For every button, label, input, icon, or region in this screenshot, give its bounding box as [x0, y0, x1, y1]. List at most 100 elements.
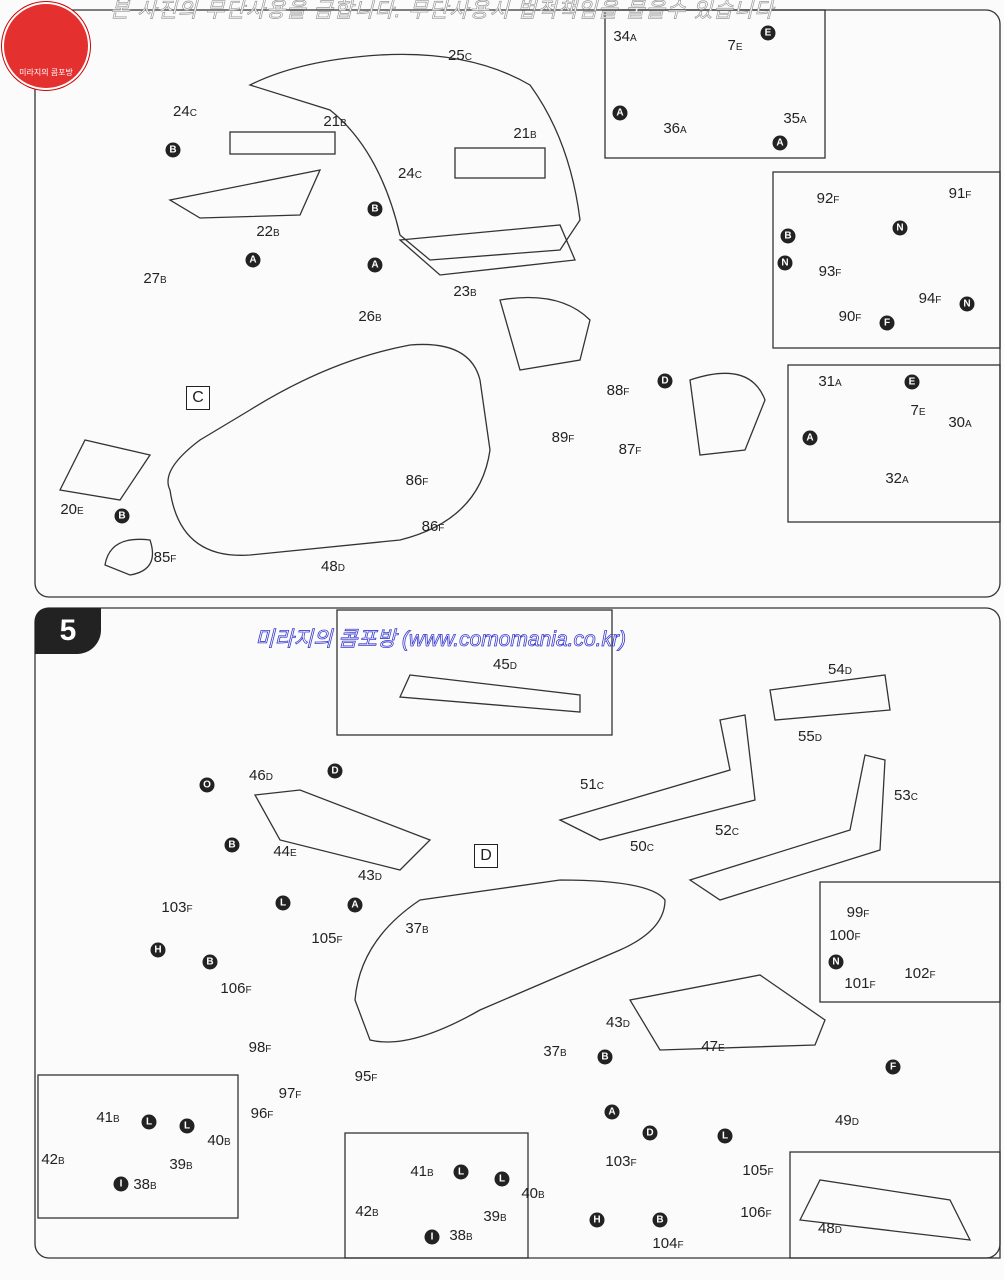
sprue-letter: A — [680, 125, 687, 136]
sprue-letter: F — [935, 295, 942, 306]
step-marker-circle: L — [275, 895, 291, 911]
sprue-letter: F — [371, 1073, 378, 1084]
part-number: 40 — [207, 1132, 225, 1149]
sprue-letter: B — [186, 1161, 193, 1172]
part-number-label: 55D — [798, 729, 822, 747]
part-number-label: 34A — [613, 29, 636, 47]
step-marker-circle: L — [179, 1118, 195, 1134]
part-number-label: 48D — [818, 1221, 842, 1239]
part-number-label: 89F — [552, 430, 575, 448]
step-marker-circle: A — [612, 105, 628, 121]
part-number-label: 23B — [453, 284, 476, 302]
part-number: 85 — [153, 549, 171, 566]
part-number: 44 — [273, 843, 291, 860]
part-number: 104 — [652, 1235, 678, 1252]
sprue-letter: F — [186, 904, 193, 915]
sprue-letter: A — [800, 115, 807, 126]
part-number-label: 90F — [839, 309, 862, 327]
sprue-letter: F — [245, 985, 252, 996]
part-number-label: 37B — [543, 1044, 566, 1062]
step-marker-circle: B — [224, 837, 240, 853]
sprue-letter: D — [814, 733, 822, 744]
step-marker-circle: B — [597, 1049, 613, 1065]
part-number-label: 50C — [630, 839, 654, 857]
part-number-label: 106F — [220, 981, 251, 999]
step-marker-circle: B — [202, 954, 218, 970]
inset-cockpit-front — [604, 9, 826, 159]
part-number: 54 — [828, 661, 845, 678]
part-number-label: 103F — [161, 900, 192, 918]
part-number: 21 — [513, 125, 531, 142]
part-number-label: 93F — [819, 264, 842, 282]
part-number-label: 21B — [323, 114, 346, 132]
part-number-label: 41B — [96, 1110, 119, 1128]
part-number: 103 — [605, 1153, 631, 1170]
part-number-label: 99F — [847, 905, 870, 923]
part-number: 40 — [521, 1185, 539, 1202]
part-number-label: 95F — [355, 1069, 378, 1087]
part-number: 7 — [727, 37, 736, 54]
sprue-letter: A — [965, 419, 972, 430]
step-marker-circle: D — [657, 373, 673, 389]
part-number-label: 105F — [742, 1163, 773, 1181]
part-number-label: 85F — [154, 550, 177, 568]
sprue-letter: A — [630, 33, 637, 44]
step4-panel — [34, 9, 1001, 598]
sprue-letter: E — [918, 407, 926, 418]
part-number-label: 32A — [885, 471, 908, 489]
inset-wing-detail — [789, 1151, 1001, 1259]
sprue-letter: B — [340, 118, 347, 129]
sprue-letter: F — [265, 1044, 272, 1055]
part-number-label: 39B — [483, 1209, 506, 1227]
step-marker-circle: E — [904, 374, 920, 390]
part-number: 21 — [323, 113, 341, 130]
part-number: 23 — [453, 283, 471, 300]
step-marker-circle: F — [879, 315, 895, 331]
part-number: 88 — [606, 382, 624, 399]
sprue-letter: B — [273, 228, 280, 239]
sprue-letter: F — [267, 1110, 274, 1121]
part-number-label: 94F — [919, 291, 942, 309]
part-number: 26 — [358, 308, 376, 325]
part-number: 7 — [910, 402, 919, 419]
step-marker-circle: I — [424, 1229, 440, 1245]
sprue-letter: F — [765, 1209, 772, 1220]
sprue-letter: F — [767, 1167, 774, 1178]
inset-nose — [787, 364, 1001, 523]
sprue-letter: F — [855, 313, 862, 324]
part-number: 52 — [715, 822, 732, 839]
part-number: 22 — [256, 223, 274, 240]
sprue-letter: F — [336, 935, 343, 946]
part-number-label: 86F — [422, 519, 445, 537]
part-number: 105 — [742, 1162, 768, 1179]
part-number: 31 — [818, 373, 836, 390]
part-number-label: 38B — [449, 1228, 472, 1246]
sprue-letter: D — [265, 772, 273, 783]
part-number-label: 7E — [910, 403, 925, 421]
part-number: 24 — [398, 165, 415, 182]
step-marker-circle: H — [150, 942, 166, 958]
part-number: 86 — [421, 518, 439, 535]
part-number: 46 — [249, 767, 266, 784]
step-marker-circle: A — [604, 1104, 620, 1120]
part-number-label: 46D — [249, 768, 273, 786]
part-number: 41 — [96, 1109, 114, 1126]
part-number: 99 — [846, 904, 864, 921]
sprue-letter: B — [224, 1137, 231, 1148]
part-number-label: 47E — [701, 1039, 724, 1057]
part-number-label: 97F — [279, 1086, 302, 1104]
part-number: 41 — [410, 1163, 428, 1180]
part-number: 95 — [354, 1068, 372, 1085]
sprue-letter: F — [295, 1090, 302, 1101]
sprue-letter: F — [869, 980, 876, 991]
part-number: 42 — [355, 1203, 373, 1220]
sprue-letter: F — [438, 523, 445, 534]
sprue-letter: E — [290, 848, 297, 859]
part-number: 97 — [278, 1085, 296, 1102]
step-marker-circle: B — [652, 1212, 668, 1228]
part-number-label: 39B — [169, 1157, 192, 1175]
sprue-letter: F — [835, 268, 842, 279]
part-number: 50 — [630, 838, 647, 855]
part-number-label: 40B — [521, 1186, 544, 1204]
part-number-label: 106F — [740, 1205, 771, 1223]
